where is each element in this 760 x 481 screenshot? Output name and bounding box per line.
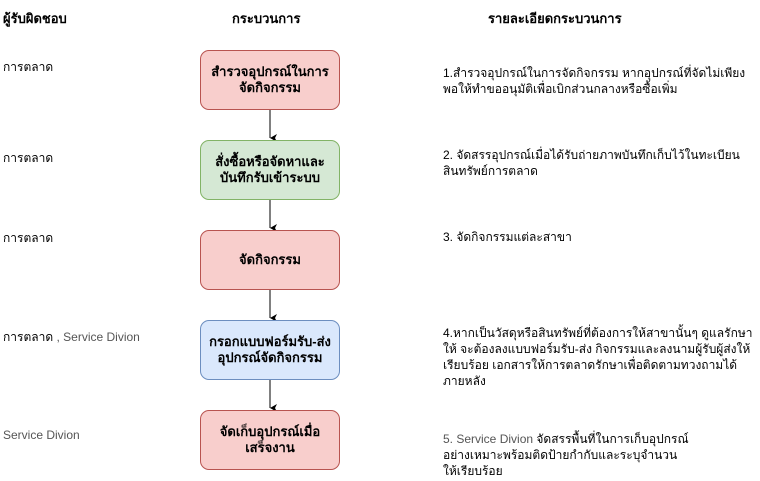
responsible-3: การตลาด <box>3 231 54 245</box>
process-step-4: กรอกแบบฟอร์มรับ-ส่ง อุปกรณ์จัดกิจกรรม <box>200 320 340 380</box>
detail-2: 2. จัดสรรอุปกรณ์เมื่อได้รับถ่ายภาพบันทึก… <box>443 148 740 178</box>
detail-3: 3. จัดกิจกรรมแต่ละสาขา <box>443 230 572 244</box>
process-step-5: จัดเก็บอุปกรณ์เมื่อเสร็จงาน <box>200 410 340 470</box>
process-step-1: สำรวจอุปกรณ์ในการจัดกิจกรรม <box>200 50 340 110</box>
responsible-1: การตลาด <box>3 60 54 74</box>
process-step-3: จัดกิจกรรม <box>200 230 340 290</box>
header-process: กระบวนการ <box>232 11 301 26</box>
responsible-4: การตลาด , Service Divion <box>3 330 140 344</box>
detail-4: 4.หากเป็นวัสดุหรือสินทรัพย์ที่ต้องการให้… <box>443 326 753 388</box>
responsible-2: การตลาด <box>3 151 54 165</box>
process-step-2: สั่งซื้อหรือจัดหาและบันทึกรับเข้าระบบ <box>200 140 340 200</box>
detail-1: 1.สำรวจอุปกรณ์ในการจัดกิจกรรม หากอุปกรณ์… <box>443 66 746 96</box>
header-details: รายละเอียดกระบวนการ <box>488 11 622 26</box>
responsible-5: Service Divion <box>3 428 80 442</box>
detail-5: 5. Service Divion จัดสรรพื้นที่ในการเก็บ… <box>443 432 689 478</box>
header-responsible: ผู้รับผิดชอบ <box>3 11 67 26</box>
